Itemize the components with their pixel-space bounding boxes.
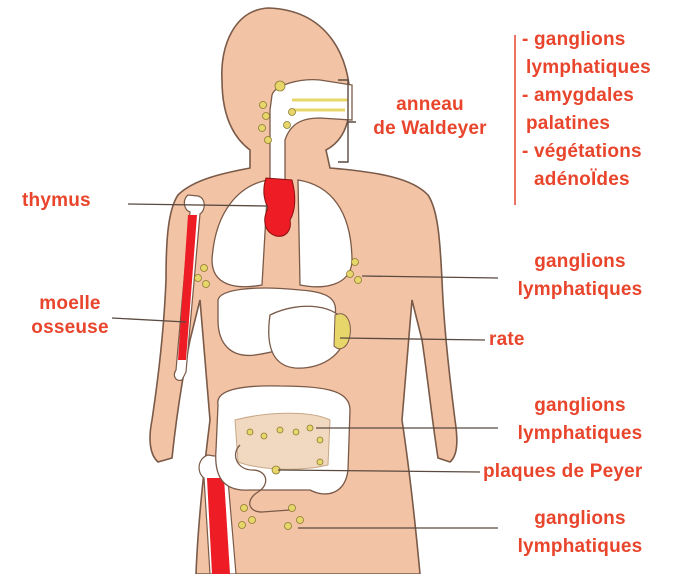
label-ganglions-mesenteriques: ganglions lymphatiques xyxy=(490,392,670,448)
list-item: lymphatiques xyxy=(522,54,651,82)
spleen xyxy=(334,314,350,349)
label-ganglions-line2: lymphatiques xyxy=(490,420,670,448)
label-ganglions-axillaires: ganglions lymphatiques xyxy=(490,248,670,304)
list-item: adénoÏdes xyxy=(522,166,651,194)
label-anneau-waldeyer: anneau de Waldeyer xyxy=(356,93,504,141)
label-ganglions-line1: ganglions xyxy=(490,392,670,420)
label-ganglions-line2: lymphatiques xyxy=(490,533,670,561)
label-ganglions-inguinaux: ganglions lymphatiques xyxy=(490,505,670,561)
label-moelle-line1: moelle xyxy=(20,292,120,316)
label-moelle-osseuse: moelle osseuse xyxy=(20,292,120,340)
label-moelle-line2: osseuse xyxy=(20,316,120,340)
label-rate: rate xyxy=(489,328,525,352)
label-anneau-line2: de Waldeyer xyxy=(356,117,504,141)
mesentery xyxy=(235,413,330,469)
label-anneau-line1: anneau xyxy=(356,93,504,117)
label-ganglions-line1: ganglions xyxy=(490,248,670,276)
waldeyer-components-list: - ganglions lymphatiques - amygdales pal… xyxy=(522,26,651,194)
label-ganglions-line1: ganglions xyxy=(490,505,670,533)
thymus-organ xyxy=(264,178,295,236)
list-item: - végétations xyxy=(522,138,651,166)
label-thymus: thymus xyxy=(22,189,91,213)
list-item: - amygdales xyxy=(522,82,651,110)
list-item: palatines xyxy=(522,110,651,138)
list-item: - ganglions xyxy=(522,26,651,54)
label-ganglions-line2: lymphatiques xyxy=(490,276,670,304)
label-plaques-peyer: plaques de Peyer xyxy=(483,460,643,484)
